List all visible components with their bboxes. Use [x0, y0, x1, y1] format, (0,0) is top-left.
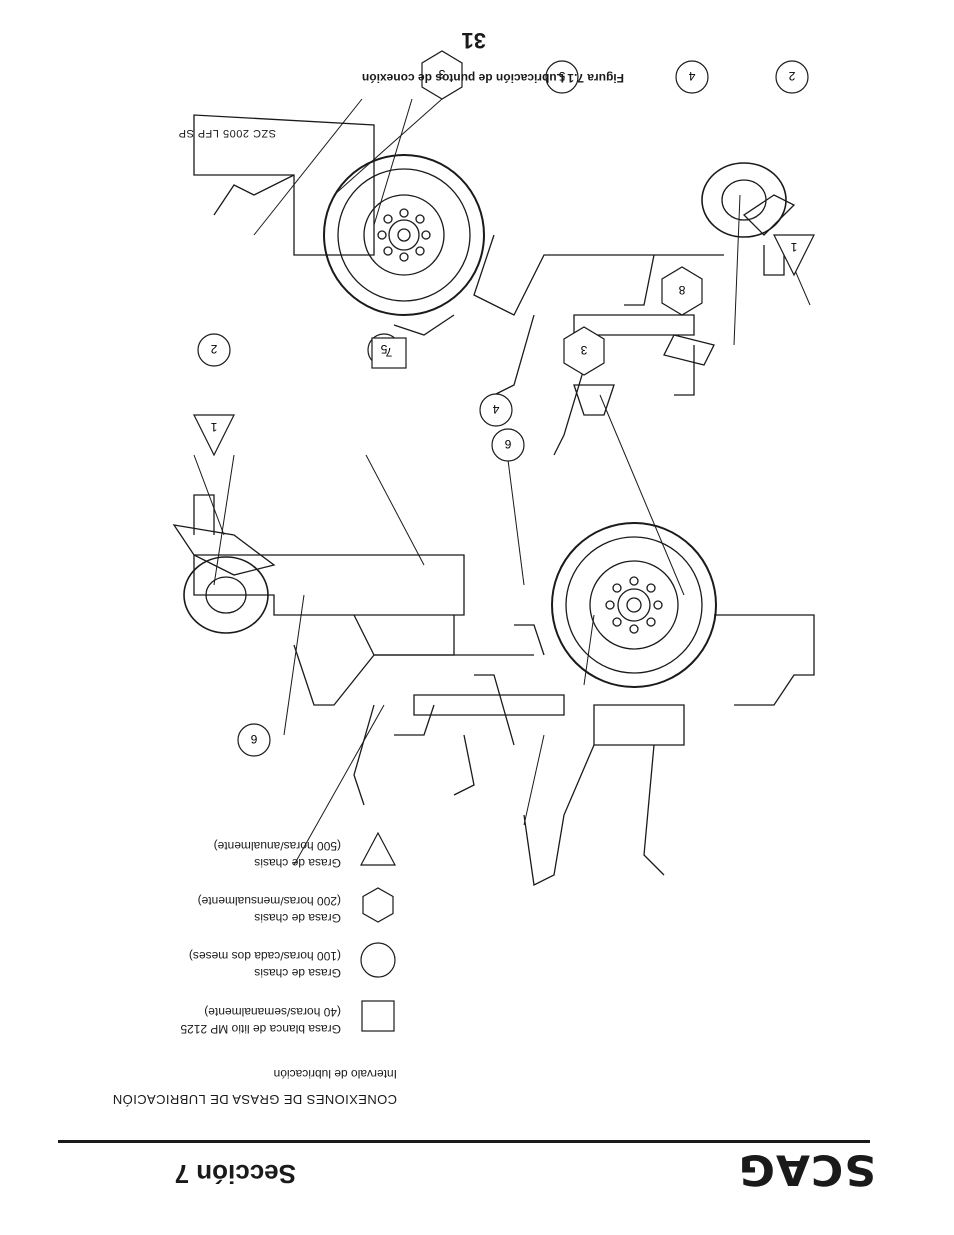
callout-label: 4 — [688, 69, 695, 83]
model-code: SZC 2005 LFP SP — [178, 127, 276, 139]
callout-hexagon-8 — [661, 266, 703, 316]
page-number: 31 — [461, 28, 486, 53]
callout-triangle-1 — [193, 414, 235, 457]
callout-label: 8 — [678, 283, 685, 297]
callout-label: 2 — [788, 69, 795, 83]
callout-label: 5 — [558, 69, 565, 83]
legend-item-square: Grasa blanca de litio MP 2125 (40 horas/… — [67, 993, 397, 1039]
triangle-icon — [360, 831, 396, 866]
callout-circle-2 — [775, 60, 809, 94]
callout-circle-4 — [675, 60, 709, 94]
callout-hexagon-3 — [421, 50, 463, 100]
lubrication-diagram: 1 2 3 4 5 6 7 1 2 3 4 5 — [172, 50, 815, 886]
section-title: Sección 7 — [174, 1159, 296, 1189]
header-rule — [58, 1140, 870, 1143]
callout-label: 1 — [210, 420, 217, 434]
callout-leaders — [193, 98, 811, 866]
figure-caption: Figura 7.1 Lubricación de puntos de cone… — [361, 71, 624, 85]
callout-label: 4 — [492, 402, 499, 416]
upper-callouts: 1 2 3 4 5 6 7 — [193, 326, 605, 757]
callout-circle-6 — [237, 723, 271, 757]
legend-title: CONEXIONES DE GRASA DE LUBRICACIÓN — [112, 1092, 398, 1107]
callout-hexagon-3 — [563, 326, 605, 376]
callout-circle-2 — [197, 333, 231, 367]
callout-circle-4 — [479, 393, 513, 427]
lower-callouts: 1 2 3 4 5 6 8 — [421, 50, 815, 462]
upper-mower-drawing — [172, 494, 815, 886]
scag-logo: SCAG — [737, 1145, 876, 1194]
callout-label: 3 — [438, 67, 445, 81]
square-icon — [361, 1000, 395, 1032]
legend-subtitle: Intervalo de lubricación — [273, 1067, 397, 1081]
callout-square-7 — [371, 337, 407, 369]
circle-icon — [360, 942, 396, 978]
callout-label: 6 — [250, 732, 257, 746]
callout-label: 2 — [210, 342, 217, 356]
callout-circle-5 — [545, 60, 579, 94]
legend-item-circle: Grasa de chasis (100 horas/cada dos mese… — [67, 937, 397, 983]
lower-mower-drawing — [193, 114, 796, 456]
hexagon-icon — [362, 887, 394, 923]
callout-triangle-1 — [773, 234, 815, 277]
legend-item-triangle: Grasa de chasis (500 horas/anualmente) — [67, 827, 397, 873]
callout-circle-6 — [491, 428, 525, 462]
callout-label: 5 — [380, 342, 387, 356]
callout-label: 3 — [580, 343, 587, 357]
legend-item-hexagon: Grasa de chasis (200 horas/mensualmente) — [67, 882, 397, 928]
callout-label: 7 — [385, 345, 392, 359]
callout-label: 1 — [790, 240, 797, 254]
callout-label: 6 — [504, 437, 511, 451]
